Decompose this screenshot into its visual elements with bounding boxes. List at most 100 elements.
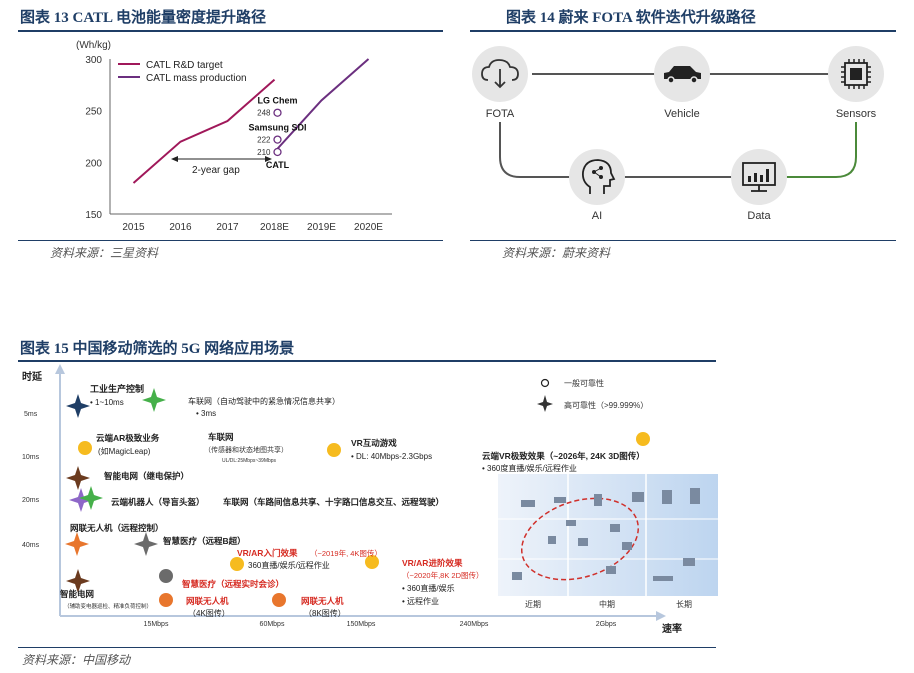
label-smart-med1: 智慧医疗（远程B超） <box>162 536 246 546</box>
series-line <box>273 58 370 153</box>
legend-label: CATL R&D target <box>146 60 223 71</box>
data-label: Data <box>747 210 771 222</box>
two-year-gap-label: 2-year gap <box>192 165 240 176</box>
factory-icon <box>632 492 644 502</box>
y-tick-10ms: 10ms <box>22 454 40 461</box>
y-tick-40ms: 40ms <box>22 542 40 549</box>
label-vr-ar-entry-sub: 360直播/娱乐/远程作业 <box>248 560 330 570</box>
medical-icon <box>606 566 616 574</box>
house-icon <box>512 572 522 580</box>
marker-vr-game <box>327 443 341 457</box>
marker-value-label: 248 <box>257 109 271 118</box>
tower-icon <box>662 490 672 504</box>
camera-icon <box>578 538 588 546</box>
vr-icon <box>622 542 632 550</box>
y-tick-label: 150 <box>85 210 102 221</box>
cloud-download-icon <box>481 59 519 89</box>
headset-icon <box>610 524 620 532</box>
x-tick-label: 2015 <box>122 222 145 233</box>
label-vr-ar-entry-note: （~2019年, 4K图传） <box>310 548 382 558</box>
fig14-top-rule <box>470 30 896 32</box>
monitor-chart-icon <box>742 162 776 192</box>
focus-area-ellipse <box>520 497 640 581</box>
x-tick-label: 2020E <box>354 222 383 233</box>
scenario-pictograms <box>512 488 700 581</box>
drone-icon <box>566 520 576 526</box>
label-vr-game-sub: • DL: 40Mbps-2.3Gbps <box>351 452 432 461</box>
sensors-node: Sensors <box>828 46 884 120</box>
star-cloud-robot-2 <box>79 486 103 510</box>
label-industrial-sub: • 1~10ms <box>90 398 124 407</box>
marker-vr-ar-adv <box>365 555 379 569</box>
label-industrial: 工业生产控制 <box>90 383 144 394</box>
marker-point <box>273 135 282 144</box>
ai-head-icon <box>581 159 616 194</box>
truck-icon <box>521 500 535 507</box>
label-v2x2-sub2: UL/DL:25Mbps~39Mbps <box>222 458 277 464</box>
fig13-source: 资料来源：三星资料 <box>50 246 159 260</box>
x-axis-title: 速率 <box>662 622 682 635</box>
y-tick-5ms: 5ms <box>24 411 38 418</box>
star-smart-grid1 <box>66 466 90 490</box>
fig15-source: 资料来源：中国移动 <box>22 653 131 667</box>
connector-fota-ai <box>499 122 572 178</box>
fig15-bottom-rule <box>18 647 716 648</box>
label-drone3: 网联无人机 <box>301 596 344 606</box>
fig14-source: 资料来源：蔚来资料 <box>502 246 611 260</box>
label-v2x3: 车联网（车路间信息共享、十字路口信息交互、远程驾驶） <box>223 497 444 507</box>
label-drone3-sub: （8K图传） <box>304 608 346 618</box>
y-tick-label: 300 <box>85 55 102 66</box>
robot-arm-icon <box>594 494 602 506</box>
label-drone1: 网联无人机（远程控制） <box>70 523 164 533</box>
marker-value-label: 210 <box>257 148 271 157</box>
label-smart-grid1: 智能电网（继电保护） <box>103 471 189 481</box>
fig15-title: 图表 15 中国移动筛选的 5G 网络应用场景 <box>20 341 295 357</box>
monitor-icon <box>548 536 556 544</box>
series-line <box>132 78 276 184</box>
label-drone2-sub: （4K图传） <box>188 608 230 618</box>
mid-term-label: 中期 <box>599 599 615 609</box>
long-term-label: 长期 <box>676 599 692 609</box>
x-tick-15mbps: 15Mbps <box>144 621 169 628</box>
legend-high-marker <box>537 395 553 412</box>
factory-line-icon <box>653 576 673 581</box>
data-node: Data <box>731 149 787 222</box>
label-v2x1-sub: • 3ms <box>196 409 216 418</box>
marker-vr-ar-entry <box>230 557 244 571</box>
marker-drone2 <box>159 593 173 607</box>
label-vr-ar-entry: VR/AR入门效果 <box>237 548 298 558</box>
ai-node: AI <box>569 149 625 222</box>
y-axis-title: 时延 <box>22 370 43 383</box>
label-cloud-robot: 云端机器人（导盲头盔） <box>111 497 205 507</box>
label-smart-med2: 智慧医疗（远程实时会诊） <box>181 579 284 589</box>
x-tick-label: 2018E <box>260 222 289 233</box>
fig14-title: 图表 14 蔚来 FOTA 软件迭代升级路径 <box>506 10 756 26</box>
chip-icon <box>841 59 871 89</box>
fota-label: FOTA <box>486 108 515 120</box>
star-cloud-robot-1 <box>69 488 93 512</box>
marker-drone3 <box>272 593 286 607</box>
label-smart-grid2: 智能电网 <box>59 589 94 599</box>
marker-name-label: CATL <box>266 160 290 170</box>
y-axis-arrow <box>55 364 65 374</box>
legend-normal-marker <box>540 378 550 388</box>
marker-point <box>273 147 282 157</box>
near-term-label: 近期 <box>525 599 541 609</box>
fig14-bottom-rule <box>470 240 896 241</box>
label-v2x1: 车联网（自动驾驶中的紧急情况信息共享） <box>188 396 340 406</box>
marker-name-label: LG Chem <box>257 96 297 106</box>
x-tick-150mbps: 150Mbps <box>347 621 376 628</box>
fig15-top-rule <box>18 360 716 362</box>
connector-data-sensors <box>786 122 857 178</box>
marker-cloud-vr <box>636 432 650 446</box>
marker-point <box>273 108 282 117</box>
star-smart-med1 <box>134 532 158 556</box>
fig13-top-rule <box>18 30 443 32</box>
y-unit-label: (Wh/kg) <box>76 40 111 51</box>
car-icon <box>554 497 566 503</box>
vehicle-label: Vehicle <box>664 108 699 120</box>
label-vr-game: VR互动游戏 <box>351 438 397 448</box>
marker-cloud-ar <box>78 441 92 455</box>
two-year-gap-annotation: 2-year gap <box>171 156 272 176</box>
star-industrial-1 <box>66 394 90 418</box>
